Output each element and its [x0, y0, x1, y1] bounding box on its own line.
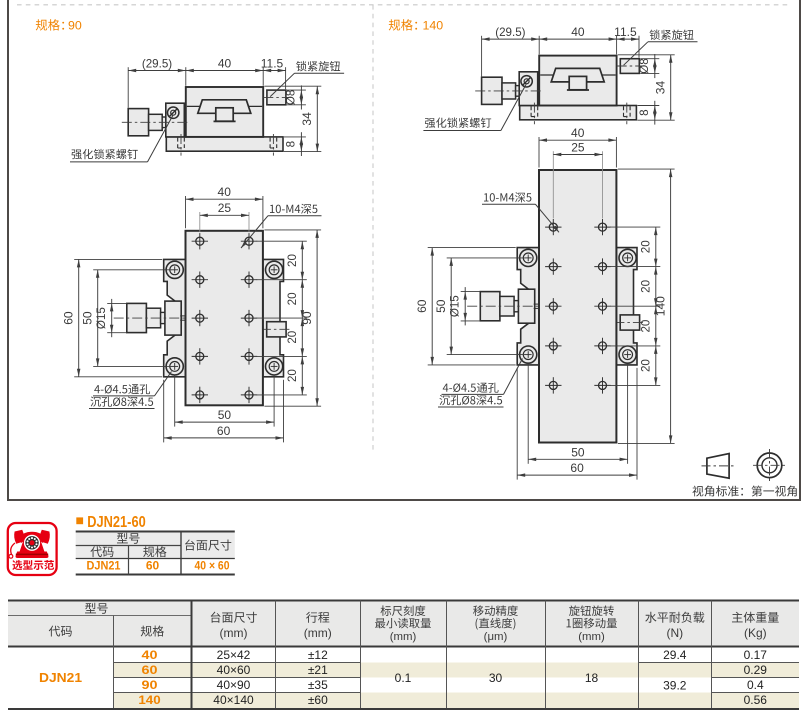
svg-text:90: 90 — [68, 19, 82, 33]
svg-text:40×60: 40×60 — [217, 663, 251, 677]
svg-text:Ø8: Ø8 — [638, 58, 651, 73]
svg-text:(μm): (μm) — [484, 631, 508, 643]
svg-text:140: 140 — [423, 19, 444, 33]
svg-text:20: 20 — [286, 254, 299, 267]
svg-text:90: 90 — [142, 678, 158, 692]
svg-text:30: 30 — [489, 671, 503, 685]
svg-text:11.5: 11.5 — [261, 56, 284, 70]
svg-text:(29.5): (29.5) — [495, 26, 525, 39]
svg-text:40×90: 40×90 — [217, 678, 251, 692]
svg-text:0.4: 0.4 — [747, 678, 764, 692]
svg-text:29.4: 29.4 — [663, 648, 687, 662]
svg-text:DJN21-60: DJN21-60 — [87, 514, 145, 531]
svg-text:0.1: 0.1 — [395, 671, 412, 685]
svg-text:40: 40 — [142, 648, 158, 662]
svg-text:20: 20 — [640, 359, 653, 372]
svg-text:60: 60 — [62, 311, 76, 325]
svg-text:Ø15: Ø15 — [95, 307, 108, 329]
svg-text:34: 34 — [654, 81, 668, 95]
svg-text:(Kg): (Kg) — [744, 626, 767, 640]
svg-text:50: 50 — [218, 408, 232, 422]
svg-text:60: 60 — [146, 558, 160, 572]
svg-text:50: 50 — [81, 311, 95, 325]
svg-text:0.56: 0.56 — [744, 693, 768, 707]
svg-text:0.29: 0.29 — [744, 663, 768, 677]
svg-text:40: 40 — [218, 56, 232, 70]
svg-text:40: 40 — [218, 185, 232, 199]
svg-text:50: 50 — [571, 445, 585, 459]
svg-text:60: 60 — [570, 461, 584, 475]
svg-text:20: 20 — [286, 331, 299, 344]
svg-text:20: 20 — [286, 292, 299, 305]
svg-text:±60: ±60 — [308, 693, 328, 707]
svg-text:140: 140 — [138, 693, 161, 707]
svg-text:DJN21: DJN21 — [87, 558, 121, 572]
svg-text:25: 25 — [218, 201, 232, 215]
svg-text:60: 60 — [415, 299, 429, 313]
svg-text:60: 60 — [217, 424, 231, 438]
svg-text:40×140: 40×140 — [213, 693, 254, 707]
svg-text:DJN21: DJN21 — [39, 671, 82, 685]
svg-text:60: 60 — [142, 663, 158, 677]
svg-text:18: 18 — [585, 671, 599, 685]
svg-text:20: 20 — [640, 320, 653, 333]
svg-text:39.2: 39.2 — [663, 679, 687, 693]
svg-text:11.5: 11.5 — [614, 25, 637, 39]
svg-text:(mm): (mm) — [304, 626, 332, 640]
svg-text:25: 25 — [571, 140, 585, 154]
svg-text:(mm): (mm) — [220, 626, 248, 640]
svg-text:(mm): (mm) — [578, 631, 605, 643]
svg-text:40: 40 — [571, 25, 585, 39]
svg-text:34: 34 — [300, 112, 314, 126]
svg-text:±21: ±21 — [308, 663, 328, 677]
svg-text:±35: ±35 — [308, 678, 328, 692]
svg-text:140: 140 — [654, 296, 668, 316]
svg-text:8: 8 — [285, 141, 298, 147]
svg-text:±12: ±12 — [308, 648, 328, 662]
svg-text:(mm): (mm) — [390, 631, 417, 643]
svg-text:(29.5): (29.5) — [142, 57, 172, 70]
svg-text:20: 20 — [640, 280, 653, 293]
svg-text:20: 20 — [640, 240, 653, 253]
svg-text:Ø8: Ø8 — [285, 90, 298, 105]
svg-text:90: 90 — [300, 311, 314, 325]
svg-text:0.17: 0.17 — [744, 648, 768, 662]
svg-text:50: 50 — [434, 299, 448, 313]
svg-text:20: 20 — [286, 369, 299, 382]
svg-text:Ø15: Ø15 — [449, 295, 462, 317]
svg-text:8: 8 — [638, 109, 651, 115]
svg-text:(N): (N) — [666, 626, 683, 640]
svg-text:40: 40 — [571, 126, 585, 140]
svg-text:25×42: 25×42 — [217, 648, 251, 662]
svg-text:40 × 60: 40 × 60 — [195, 558, 230, 572]
